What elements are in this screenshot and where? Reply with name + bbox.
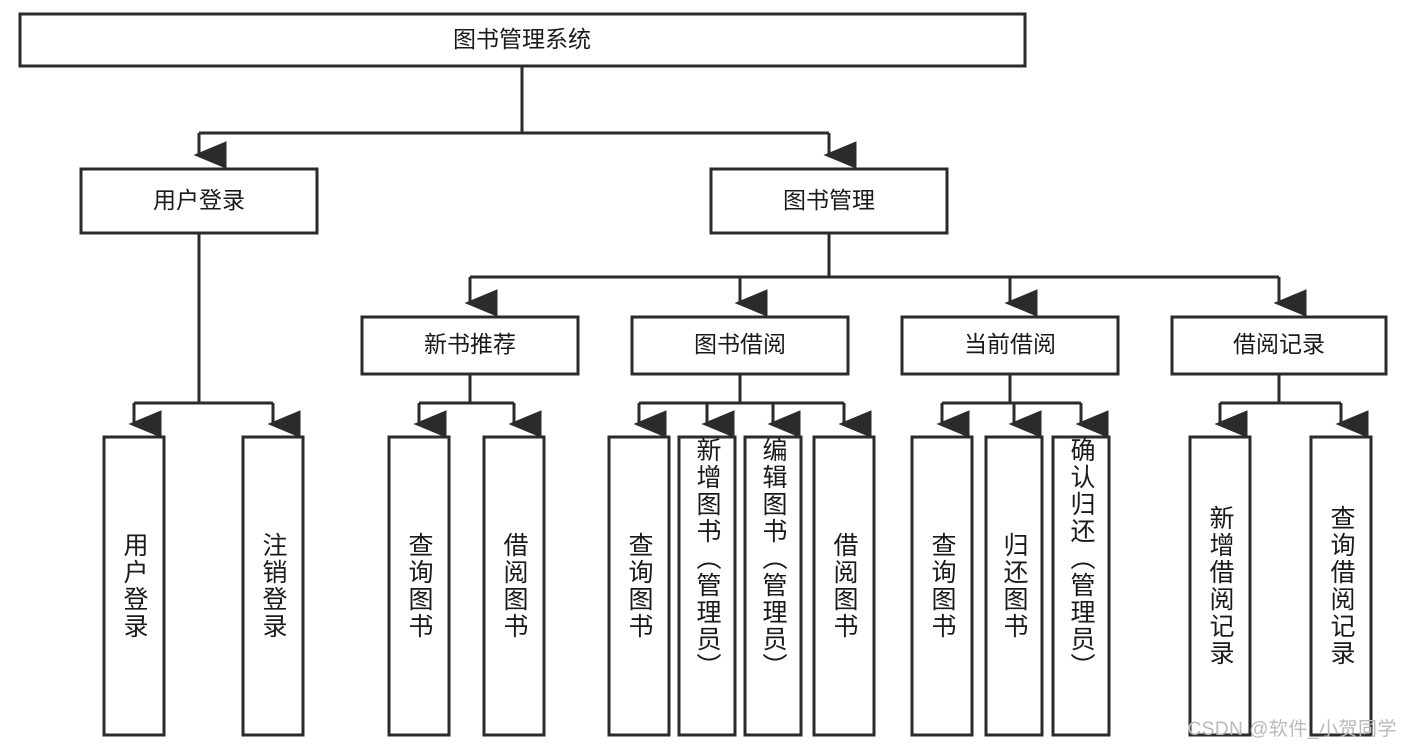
leaf-box-edit-book-admin[interactable]: [743, 435, 803, 737]
node-new-book-recommend-box: [360, 315, 580, 376]
leaf-box-query-book-borrow[interactable]: [607, 435, 671, 737]
node-new-book-recommend[interactable]: 新书推荐: [360, 315, 580, 376]
leaf-box-borrow-book[interactable]: [812, 435, 876, 737]
leaf-box-user-logout[interactable]: [241, 435, 305, 737]
node-book-borrow[interactable]: 图书借阅: [630, 315, 850, 376]
node-current-borrow[interactable]: 当前借阅: [900, 315, 1120, 376]
connector-current-borrow-to-leaves: [936, 374, 1109, 438]
node-book-borrow-label: 图书借阅: [694, 331, 786, 357]
node-current-borrow-label: 当前借阅: [964, 331, 1056, 357]
connector-new-book-recommend-to-leaves: [413, 374, 542, 438]
csdn-watermark: CSDN @软件_小贺同学: [1187, 719, 1397, 740]
connector-root-to-level2: [193, 66, 857, 169]
node-user-login-box: [79, 167, 319, 235]
node-new-book-recommend-label: 新书推荐: [424, 331, 516, 357]
node-borrow-record[interactable]: 借阅记录: [1170, 315, 1388, 376]
node-book-management[interactable]: 图书管理: [709, 167, 949, 235]
connector-user-login-to-leaves: [128, 233, 301, 438]
leaf-box-query-book-current[interactable]: [910, 435, 974, 737]
node-root-label: 图书管理系统: [453, 26, 591, 52]
node-book-management-label: 图书管理: [783, 187, 875, 213]
leaf-box-borrow-book-rec[interactable]: [482, 435, 546, 737]
node-borrow-record-label: 借阅记录: [1233, 331, 1325, 357]
leaf-box-add-book-admin[interactable]: [677, 435, 737, 737]
leaf-box-confirm-return-admin[interactable]: [1051, 435, 1111, 737]
node-user-login-label: 用户登录: [153, 187, 245, 213]
leaf-box-query-book-rec[interactable]: [387, 435, 451, 737]
connector-borrow-record-to-leaves: [1214, 374, 1369, 438]
node-root[interactable]: 图书管理系统: [18, 12, 1027, 68]
leaf-box-return-book[interactable]: [984, 435, 1044, 737]
node-current-borrow-box: [900, 315, 1120, 376]
node-user-login[interactable]: 用户登录: [79, 167, 319, 235]
connector-book-borrow-to-leaves: [633, 374, 872, 438]
leaf-box-add-borrow-record[interactable]: [1188, 435, 1252, 737]
node-root-box: [18, 12, 1027, 68]
leaf-box-user-login[interactable]: [102, 435, 166, 737]
leaf-box-query-borrow-record[interactable]: [1309, 435, 1373, 737]
connector-book-management-to-level3: [464, 233, 1307, 317]
